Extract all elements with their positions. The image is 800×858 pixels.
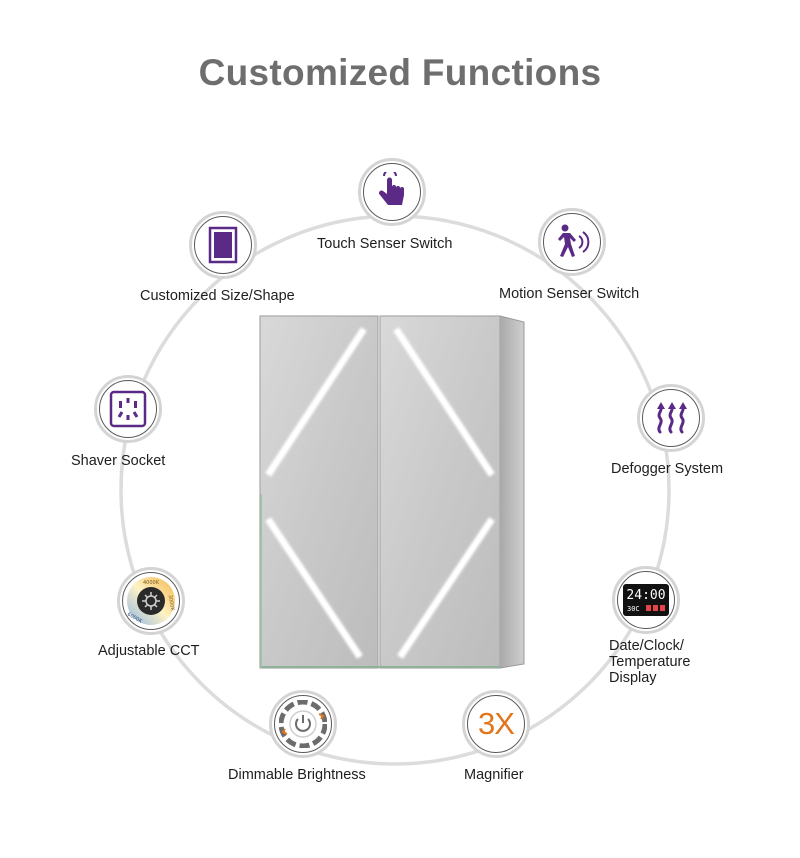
feature-label: Date/Clock/ Temperature Display	[609, 638, 691, 686]
clock-temp-text: 30C	[627, 605, 640, 613]
dimmer-power-icon	[269, 690, 337, 758]
motion-walker-icon	[538, 208, 606, 276]
page-title: Customized Functions	[198, 52, 602, 93]
clock-time-text: 24:00	[626, 588, 665, 603]
feature-label: Shaver Socket	[71, 453, 166, 469]
shaver-socket-icon	[94, 375, 162, 443]
feature-label: Adjustable CCT	[98, 643, 200, 659]
touch-hand-icon	[358, 158, 426, 226]
cct-dial-label: 6000K	[126, 612, 143, 626]
feature-label: Defogger System	[611, 461, 724, 477]
cct-dial-icon: 4000K 3000K 6000K	[117, 567, 185, 635]
cct-dial-label: 4000K	[143, 580, 160, 586]
heat-waves-icon	[637, 384, 705, 452]
feature-label: Touch Senser Switch	[317, 236, 453, 252]
feature-label: Motion Senser Switch	[499, 286, 640, 302]
digital-clock-icon: 24:00 30C	[612, 566, 680, 634]
magnifier-3x-icon: 3X	[462, 690, 530, 758]
magnifier-text: 3X	[478, 706, 515, 741]
feature-label: Dimmable Brightness	[228, 767, 366, 783]
cct-dial-label: 3000K	[167, 594, 176, 612]
feature-label: Customized Size/Shape	[140, 288, 295, 304]
feature-label: Magnifier	[464, 767, 524, 783]
mirror-cabinet-image	[259, 315, 525, 669]
frame-shape-icon	[189, 211, 257, 279]
